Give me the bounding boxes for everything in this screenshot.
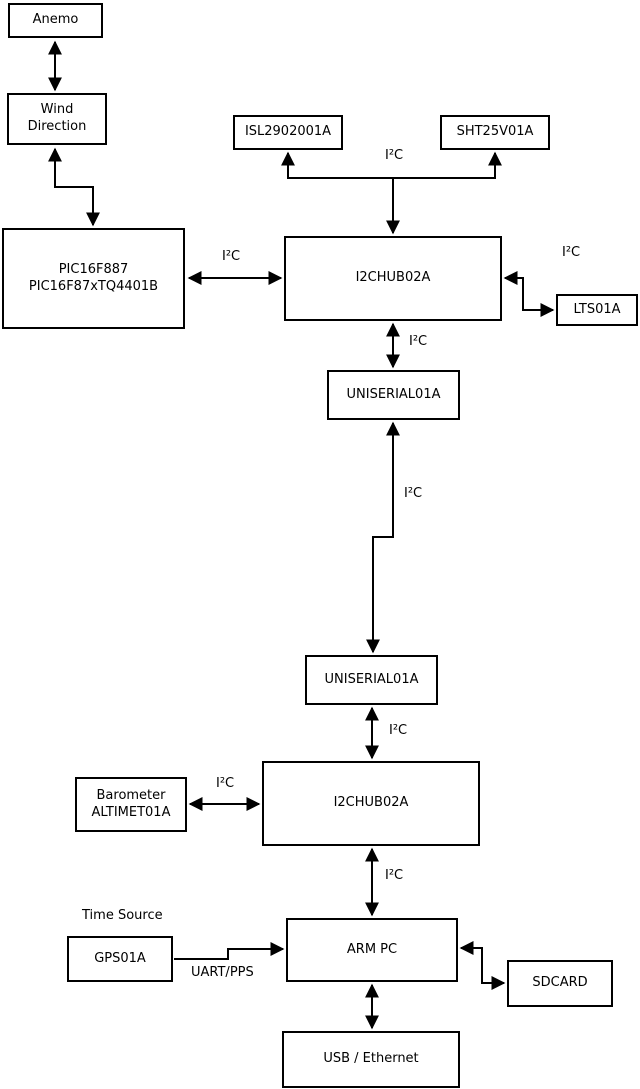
edge-label-uart-pps: UART/PPS bbox=[191, 965, 254, 980]
node-isl2902001a: ISL2902001A bbox=[233, 115, 343, 150]
edge-label-i2c-hub2-arm: I²C bbox=[385, 868, 404, 883]
node-label: SDCARD bbox=[532, 975, 588, 991]
node-arm-pc: ARM PC bbox=[286, 918, 458, 982]
edge-label-i2c-pic-hub1: I²C bbox=[222, 249, 241, 264]
node-label: I2CHUB02A bbox=[333, 795, 409, 811]
node-label: Direction bbox=[27, 119, 87, 134]
node-i2chub02a-1: I2CHUB02A bbox=[284, 236, 502, 321]
node-usb-ethernet: USB / Ethernet bbox=[282, 1031, 460, 1088]
node-sdcard: SDCARD bbox=[507, 960, 613, 1007]
node-lts01a: LTS01A bbox=[556, 294, 638, 326]
edge-wind-pic bbox=[48, 147, 100, 227]
edge-label-i2c-uni1-uni2: I²C bbox=[404, 486, 423, 501]
edge-label-i2c-hub1-uni1: I²C bbox=[409, 334, 428, 349]
edge-label-i2c-sensors: I²C bbox=[385, 148, 404, 163]
edge-uniserial1-uniserial2 bbox=[366, 421, 400, 654]
node-barometer-altimet01a: Barometer ALTIMET01A bbox=[75, 777, 187, 832]
node-i2chub02a-2: I2CHUB02A bbox=[262, 761, 480, 846]
node-label: USB / Ethernet bbox=[323, 1051, 419, 1067]
edge-gps-armpc bbox=[174, 942, 285, 960]
node-label: ISL2902001A bbox=[244, 124, 332, 140]
node-label: Wind bbox=[40, 102, 74, 118]
label-time-source: Time Source bbox=[82, 908, 163, 923]
node-label: PIC16F887 bbox=[58, 261, 129, 277]
edge-label-i2c-hub1-lts: I²C bbox=[562, 245, 581, 260]
node-anemo: Anemo bbox=[8, 3, 103, 38]
node-uniserial01a-2: UNISERIAL01A bbox=[305, 655, 438, 705]
node-uniserial01a-1: UNISERIAL01A bbox=[327, 370, 460, 420]
node-sht25v01a: SHT25V01A bbox=[440, 115, 550, 150]
edge-armpc-sdcard bbox=[459, 941, 506, 990]
node-label: SHT25V01A bbox=[456, 124, 534, 140]
edge-hub1-lts bbox=[503, 271, 555, 317]
node-label: Anemo bbox=[32, 12, 79, 28]
edge-label-i2c-baro-hub2: I²C bbox=[216, 776, 235, 791]
node-label: Barometer bbox=[96, 787, 166, 803]
node-gps01a: GPS01A bbox=[67, 936, 173, 982]
edge-label-i2c-uni2-hub2: I²C bbox=[389, 723, 408, 738]
node-label: GPS01A bbox=[94, 950, 146, 966]
node-label: UNISERIAL01A bbox=[346, 386, 441, 402]
node-pic16f887: PIC16F887 PIC16F87xTQ4401B bbox=[2, 228, 185, 329]
node-label: PIC16F87xTQ4401B bbox=[28, 278, 159, 294]
node-label: LTS01A bbox=[573, 301, 621, 317]
node-label: UNISERIAL01A bbox=[324, 671, 419, 687]
node-wind-direction: Wind Direction bbox=[7, 93, 107, 145]
node-label: ARM PC bbox=[346, 941, 398, 957]
node-label: I2CHUB02A bbox=[355, 270, 431, 286]
node-label: ALTIMET01A bbox=[91, 804, 171, 820]
